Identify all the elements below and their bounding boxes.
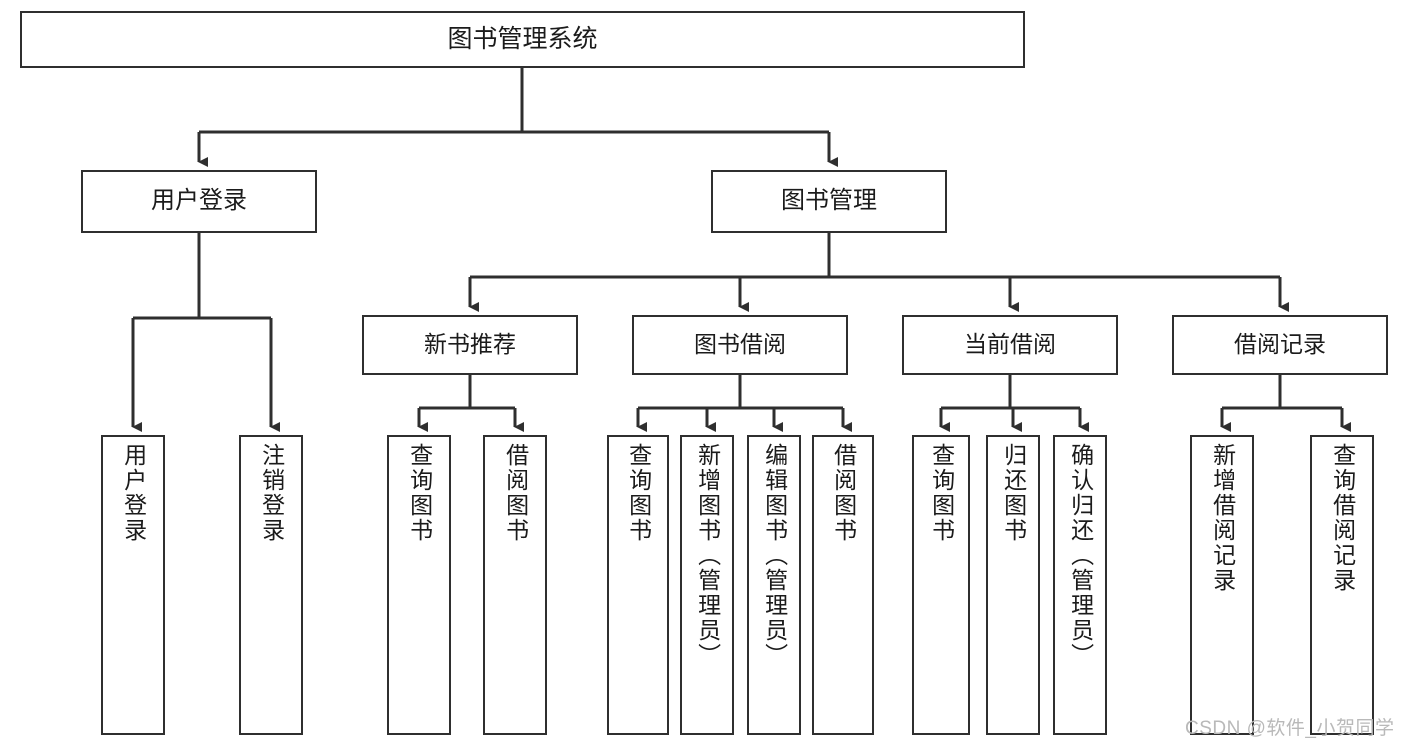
node-current-borrow-label: 当前借阅 xyxy=(964,331,1056,358)
node-leaf[interactable]: 查询图书 xyxy=(912,435,970,735)
node-leaf[interactable]: 查询图书 xyxy=(387,435,451,735)
node-leaf[interactable]: 新增图书（管理员） xyxy=(680,435,734,735)
node-root[interactable]: 图书管理系统 xyxy=(20,11,1025,68)
node-leaf[interactable]: 用户登录 xyxy=(101,435,165,735)
node-leaf-label: 新增借阅记录 xyxy=(1209,443,1236,593)
node-new-book-recommend-label: 新书推荐 xyxy=(424,331,516,358)
node-current-borrow[interactable]: 当前借阅 xyxy=(902,315,1118,375)
node-leaf[interactable]: 新增借阅记录 xyxy=(1190,435,1254,735)
node-book-borrow[interactable]: 图书借阅 xyxy=(632,315,848,375)
node-leaf-label: 查询图书 xyxy=(406,443,433,543)
node-new-book-recommend[interactable]: 新书推荐 xyxy=(362,315,578,375)
node-leaf[interactable]: 注销登录 xyxy=(239,435,303,735)
node-leaf-label: 新增图书（管理员） xyxy=(694,443,721,668)
node-leaf[interactable]: 借阅图书 xyxy=(483,435,547,735)
node-leaf-label: 借阅图书 xyxy=(502,443,529,543)
node-leaf[interactable]: 查询借阅记录 xyxy=(1310,435,1374,735)
node-borrow-record-label: 借阅记录 xyxy=(1234,331,1326,358)
node-leaf-label: 查询图书 xyxy=(625,443,652,543)
node-user-login[interactable]: 用户登录 xyxy=(81,170,317,233)
node-leaf[interactable]: 归还图书 xyxy=(986,435,1040,735)
node-root-label: 图书管理系统 xyxy=(447,24,598,53)
node-leaf[interactable]: 借阅图书 xyxy=(812,435,874,735)
node-leaf-label: 用户登录 xyxy=(120,443,147,543)
node-borrow-record[interactable]: 借阅记录 xyxy=(1172,315,1388,375)
node-book-management[interactable]: 图书管理 xyxy=(711,170,947,233)
node-leaf-label: 归还图书 xyxy=(1000,443,1027,543)
node-leaf-label: 确认归还（管理员） xyxy=(1067,443,1094,668)
node-leaf[interactable]: 编辑图书（管理员） xyxy=(747,435,801,735)
node-book-management-label: 图书管理 xyxy=(781,187,877,215)
node-leaf[interactable]: 查询图书 xyxy=(607,435,669,735)
node-leaf-label: 编辑图书（管理员） xyxy=(761,443,788,668)
node-leaf-label: 查询借阅记录 xyxy=(1329,443,1356,593)
node-book-borrow-label: 图书借阅 xyxy=(694,331,786,358)
node-leaf-label: 注销登录 xyxy=(258,443,285,543)
node-user-login-label: 用户登录 xyxy=(151,187,247,215)
node-leaf-label: 查询图书 xyxy=(928,443,955,543)
watermark: CSDN @软件_小贺同学 xyxy=(1185,718,1395,739)
node-leaf[interactable]: 确认归还（管理员） xyxy=(1053,435,1107,735)
node-leaf-label: 借阅图书 xyxy=(830,443,857,543)
